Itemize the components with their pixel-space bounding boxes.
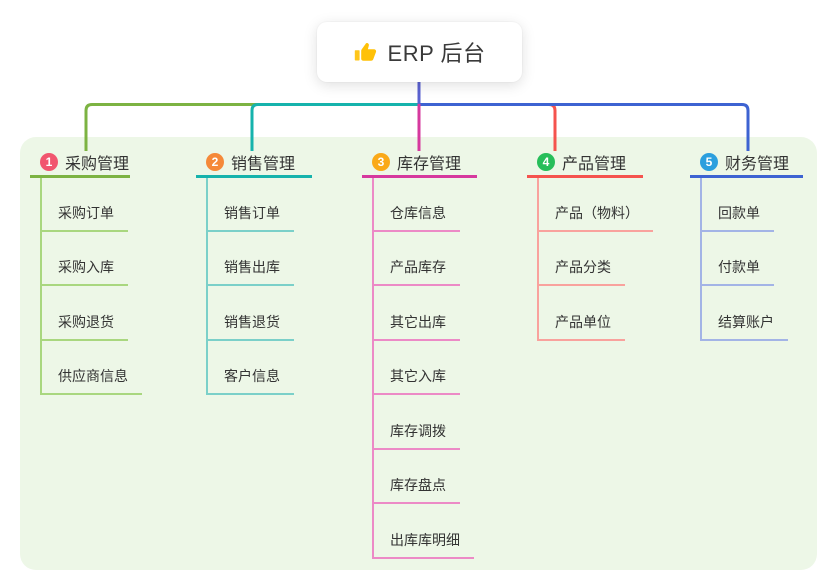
branch-label: 库存管理	[397, 155, 462, 173]
branch-number-badge: 1	[40, 152, 58, 171]
branch-number-badge: 3	[372, 152, 390, 171]
leaf-node[interactable]: 销售出库	[206, 254, 294, 286]
branch1-child-rail	[40, 178, 42, 395]
branch-node-product[interactable]: 4 产品管理	[527, 148, 643, 178]
leaf-node[interactable]: 回款单	[700, 200, 774, 232]
leaf-node[interactable]: 其它出库	[372, 309, 460, 341]
leaf-node[interactable]: 产品（物料）	[537, 200, 653, 232]
branch-node-purchase[interactable]: 1 采购管理	[30, 148, 130, 178]
leaf-node[interactable]: 采购退货	[40, 309, 128, 341]
branch-label: 采购管理	[65, 155, 130, 173]
leaf-node[interactable]: 付款单	[700, 254, 774, 286]
leaf-node[interactable]: 仓库信息	[372, 200, 460, 232]
leaf-node[interactable]: 其它入库	[372, 363, 460, 395]
branch-label: 销售管理	[231, 155, 296, 173]
leaf-node[interactable]: 销售订单	[206, 200, 294, 232]
branch2-child-rail	[206, 178, 208, 395]
leaf-node[interactable]: 供应商信息	[40, 363, 142, 395]
branch-label: 产品管理	[562, 155, 627, 173]
leaf-node[interactable]: 采购订单	[40, 200, 128, 232]
branch-number-badge: 5	[700, 152, 718, 171]
branch-number-badge: 4	[537, 152, 555, 171]
leaf-node[interactable]: 产品库存	[372, 254, 460, 286]
branches-background-panel	[20, 137, 817, 570]
branch-node-inventory[interactable]: 3 库存管理	[362, 148, 477, 178]
leaf-node[interactable]: 产品单位	[537, 309, 625, 341]
branch-label: 财务管理	[725, 155, 790, 173]
branch4-child-rail	[537, 178, 539, 341]
branch3-child-rail	[372, 178, 374, 559]
branch-node-sales[interactable]: 2 销售管理	[196, 148, 312, 178]
leaf-node[interactable]: 产品分类	[537, 254, 625, 286]
leaf-node[interactable]: 结算账户	[700, 309, 788, 341]
leaf-node[interactable]: 客户信息	[206, 363, 294, 395]
leaf-node[interactable]: 采购入库	[40, 254, 128, 286]
branch-number-badge: 2	[206, 152, 224, 171]
leaf-node[interactable]: 库存盘点	[372, 472, 460, 504]
branch5-child-rail	[700, 178, 702, 341]
root-node[interactable]: ERP 后台	[317, 22, 522, 82]
leaf-node[interactable]: 出库库明细	[372, 527, 474, 559]
leaf-node[interactable]: 销售退货	[206, 309, 294, 341]
root-node-label: ERP 后台	[387, 41, 486, 66]
branch-node-finance[interactable]: 5 财务管理	[690, 148, 803, 178]
thumbs-up-icon	[354, 43, 376, 61]
leaf-node[interactable]: 库存调拨	[372, 418, 460, 450]
